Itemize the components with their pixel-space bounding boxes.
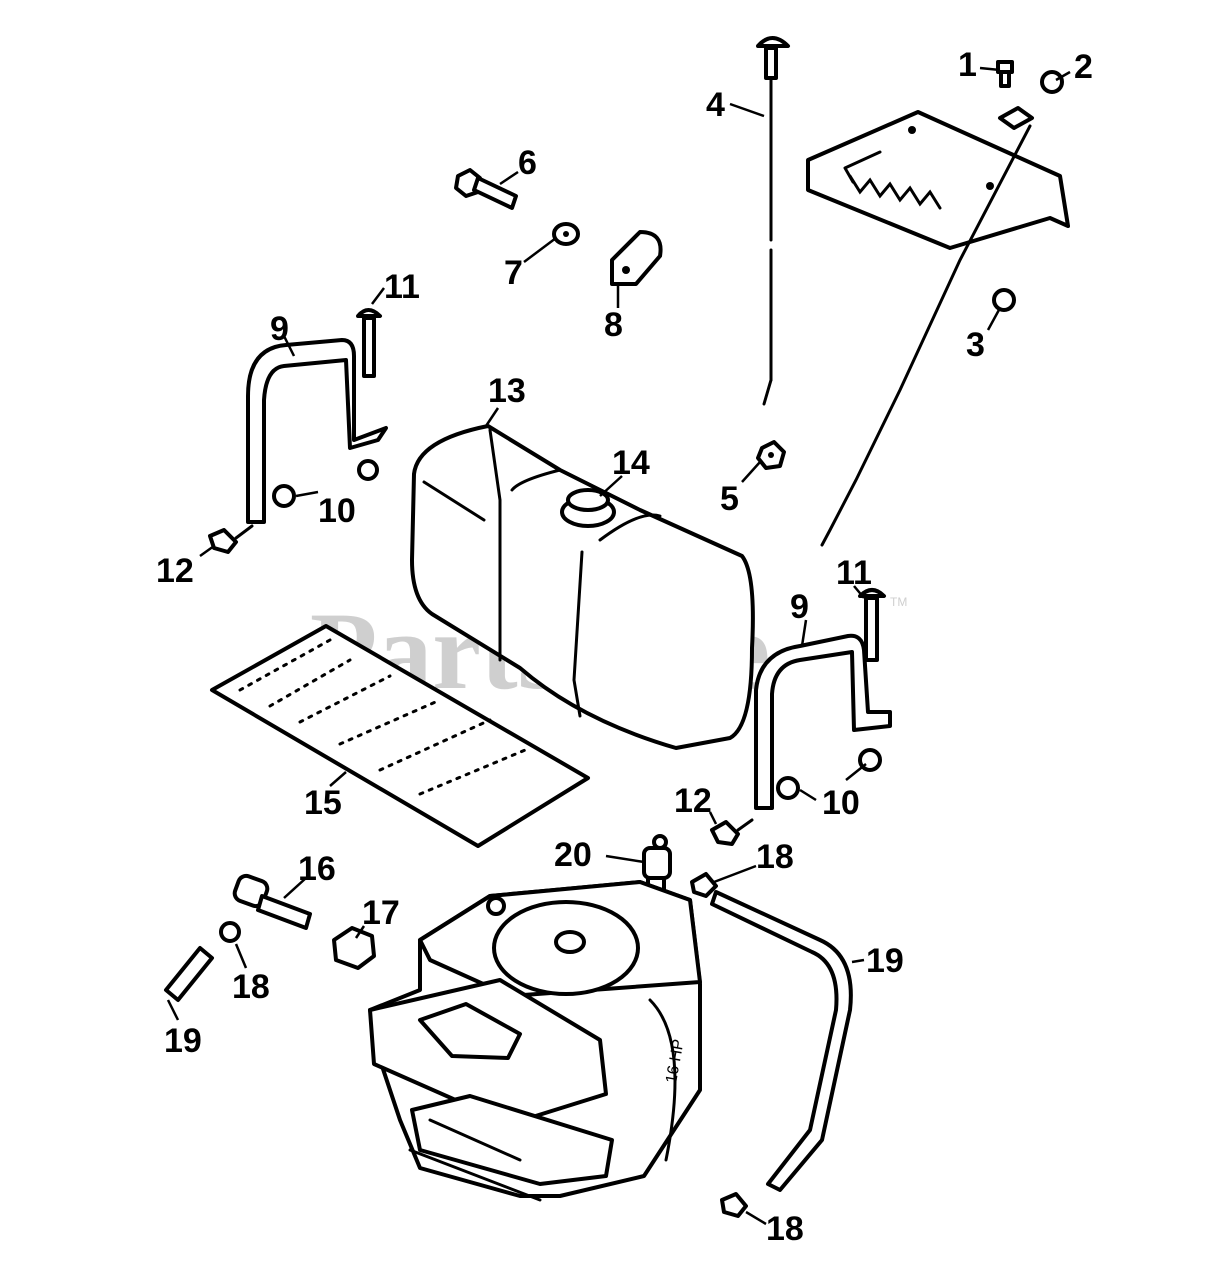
- callout-20: 20: [554, 836, 592, 874]
- callout-9-right: 9: [790, 588, 809, 626]
- part-13-fuel-tank[interactable]: [410, 424, 755, 750]
- part-8-clamp[interactable]: [610, 230, 663, 286]
- engine-assembly: [368, 880, 702, 1202]
- part-19-fuel-line-left[interactable]: [164, 946, 214, 1002]
- part-17-fitting[interactable]: [332, 926, 376, 970]
- callout-4: 4: [706, 86, 725, 124]
- part-14-fuel-cap[interactable]: [560, 488, 616, 528]
- part-19-fuel-line-right[interactable]: [710, 890, 853, 1192]
- choke-plate-bracket[interactable]: [806, 110, 1070, 250]
- callout-9-left: 9: [270, 310, 289, 348]
- callout-2: 2: [1074, 48, 1093, 86]
- part-16-shutoff-valve[interactable]: [232, 873, 312, 930]
- watermark-trademark: TM: [890, 595, 907, 609]
- part-15-pad[interactable]: [210, 624, 590, 848]
- callout-13: 13: [488, 372, 526, 410]
- part-7-washer[interactable]: [552, 222, 580, 246]
- part-18-clamp-bottom[interactable]: [720, 1192, 748, 1218]
- part-6-bolt[interactable]: [454, 168, 518, 210]
- callout-1: 1: [958, 46, 977, 84]
- callout-labels: 1 2 3 4 5 6 7 8 9 10 11 12 13 14 15 16 1…: [156, 46, 1093, 1248]
- part-12-knob-left[interactable]: [208, 524, 254, 554]
- callout-18-left: 18: [232, 968, 270, 1006]
- callout-18-bottom: 18: [766, 1210, 804, 1248]
- callout-16: 16: [298, 850, 336, 888]
- part-18-clamp-top[interactable]: [690, 872, 718, 898]
- part-2-clip[interactable]: [998, 70, 1064, 130]
- callout-17: 17: [362, 894, 400, 932]
- part-4-dipstick[interactable]: [756, 36, 790, 406]
- callout-10-right: 10: [822, 784, 860, 822]
- callout-19-left: 19: [164, 1022, 202, 1060]
- part-9-strap-right[interactable]: [754, 633, 892, 810]
- callout-11-left: 11: [384, 268, 420, 306]
- part-11-bolt-right[interactable]: [858, 588, 886, 662]
- callout-8: 8: [604, 306, 623, 344]
- part-18-clamp-left[interactable]: [219, 921, 241, 943]
- part-10-nut-left[interactable]: [272, 459, 379, 508]
- callout-11-right: 11: [836, 554, 872, 592]
- callout-3: 3: [966, 326, 985, 364]
- callout-18-top: 18: [756, 838, 794, 876]
- part-11-bolt-left[interactable]: [356, 308, 382, 378]
- part-3-nut[interactable]: [992, 288, 1016, 312]
- choke-cable[interactable]: [820, 124, 1032, 547]
- callout-7: 7: [504, 254, 523, 292]
- leader-lines: [166, 66, 1071, 1226]
- callout-12-left: 12: [156, 552, 194, 590]
- callout-15: 15: [304, 784, 342, 822]
- part-9-strap-left[interactable]: [246, 338, 388, 524]
- part-12-knob-right[interactable]: [710, 818, 754, 846]
- callout-19-right: 19: [866, 942, 904, 980]
- callout-12-right: 12: [674, 782, 712, 820]
- callout-6: 6: [518, 144, 537, 182]
- callout-14: 14: [612, 444, 650, 482]
- callout-5: 5: [720, 480, 739, 518]
- callout-10-left: 10: [318, 492, 356, 530]
- part-5-nut[interactable]: [756, 440, 786, 470]
- part-1-bolt[interactable]: [996, 60, 1014, 88]
